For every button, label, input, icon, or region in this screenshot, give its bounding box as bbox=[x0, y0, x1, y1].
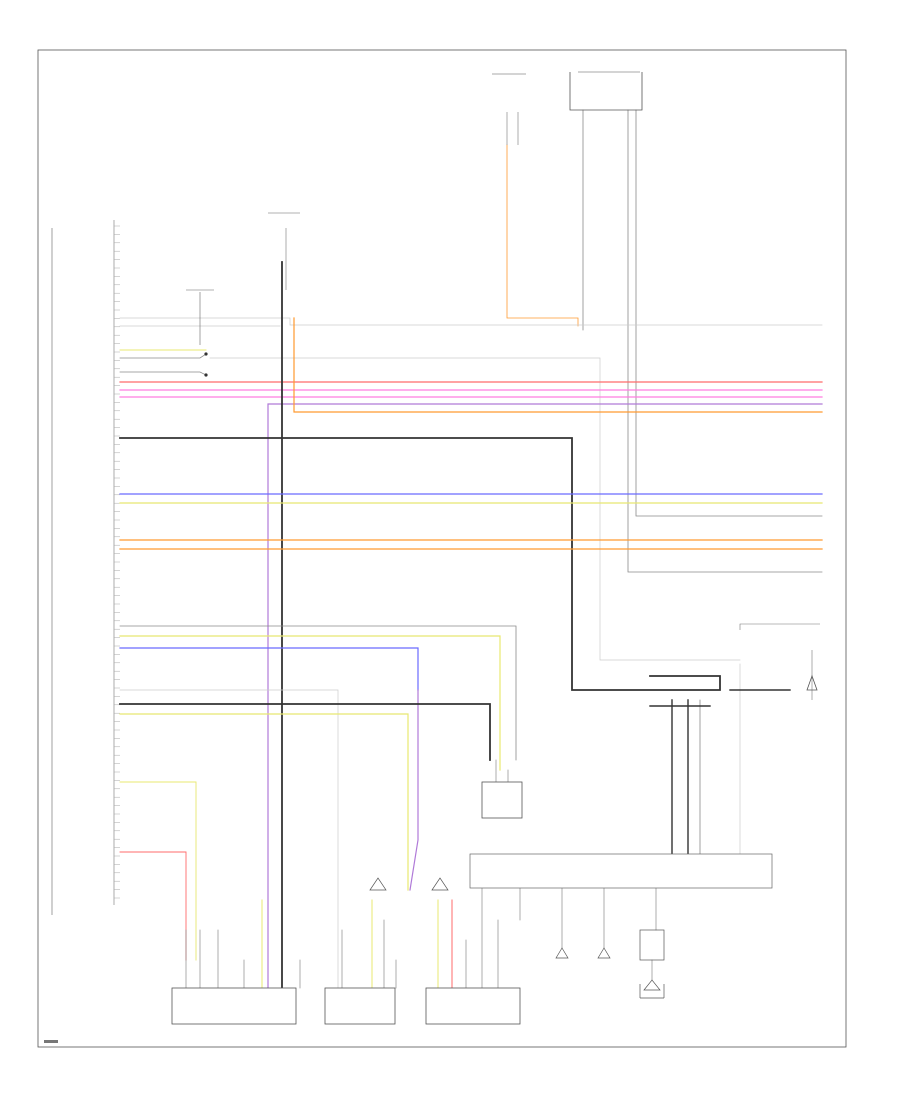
speaker-unit bbox=[639, 929, 665, 999]
bottom-module-left bbox=[171, 987, 297, 1025]
bottom-module-center bbox=[324, 987, 396, 1025]
radio-box bbox=[481, 781, 523, 819]
fuse-icon-right bbox=[431, 877, 449, 891]
page-marker bbox=[44, 1040, 58, 1043]
wire-lightgray-mid bbox=[209, 357, 741, 661]
diagram-frame bbox=[37, 49, 847, 1048]
wire-yellow-short-2 bbox=[119, 781, 197, 961]
wire-violet-lower bbox=[409, 689, 419, 891]
top-ground-connector bbox=[268, 212, 300, 290]
fuse-icon-left bbox=[369, 877, 387, 891]
antenna-amplifier bbox=[739, 623, 820, 700]
top-module-right bbox=[569, 71, 643, 111]
wire-black-lower bbox=[119, 703, 491, 761]
wire-top-gray-b bbox=[627, 109, 823, 573]
wire-gray-short-2 bbox=[119, 371, 207, 376]
wire-orange-vert bbox=[293, 317, 823, 413]
wire-top-lightgray bbox=[119, 317, 823, 326]
wire-top-gray-c bbox=[635, 109, 823, 517]
bottom-module-right bbox=[425, 987, 521, 1025]
wire-top-orange-thin bbox=[506, 144, 579, 327]
wire-black-main bbox=[119, 437, 721, 691]
wire-gray-short bbox=[119, 353, 207, 359]
wire-yellow-lower bbox=[119, 635, 501, 771]
ground-splice bbox=[186, 289, 214, 377]
wire-lightgray-lower bbox=[119, 689, 339, 991]
wire-harness bbox=[119, 109, 823, 991]
left-connector-strip bbox=[113, 220, 120, 905]
wire-blue-lower bbox=[119, 647, 419, 691]
wire-gray-lower bbox=[119, 625, 517, 761]
top-splice-left bbox=[492, 73, 526, 145]
wire-violet-1 bbox=[267, 403, 823, 991]
ground-icon-a bbox=[555, 947, 569, 959]
bus-bar-box bbox=[469, 853, 773, 889]
ground-icon-b bbox=[597, 947, 611, 959]
wire-red-short-2 bbox=[119, 851, 187, 961]
wire-yellow-lower-2 bbox=[119, 713, 409, 891]
